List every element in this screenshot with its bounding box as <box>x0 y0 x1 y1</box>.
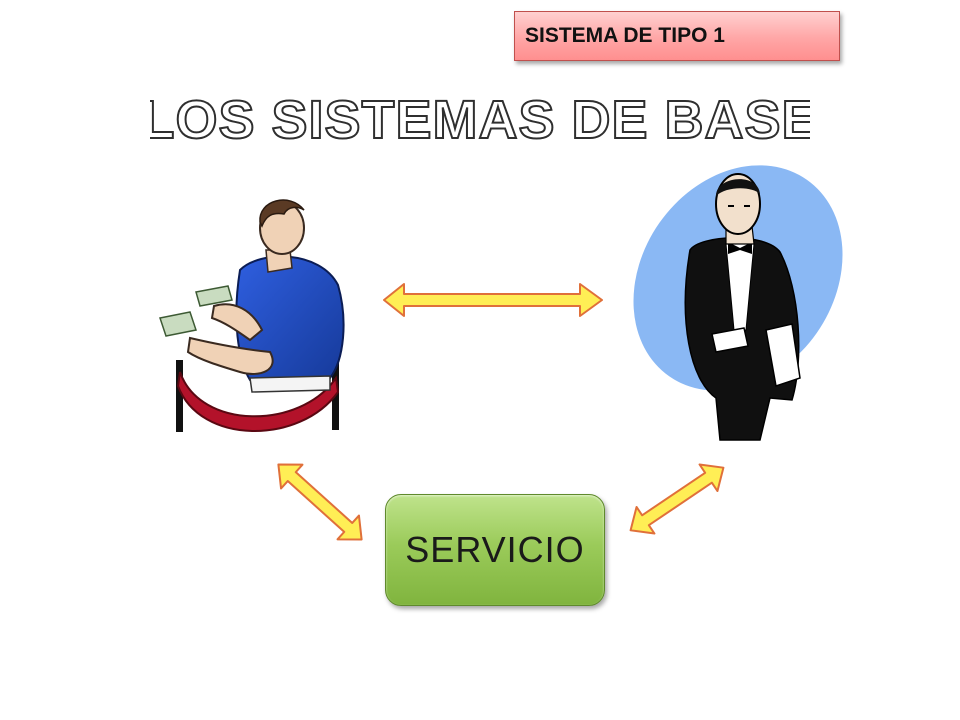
service-box: SERVICIO <box>385 494 605 606</box>
slide-title-text: LOS SISTEMAS DE BASE <box>150 90 810 150</box>
double-arrow-icon <box>629 463 725 535</box>
double-arrow-icon <box>277 463 363 541</box>
slide-title: LOS SISTEMAS DE BASE <box>150 89 810 151</box>
system-type-badge: SISTEMA DE TIPO 1 <box>514 11 840 61</box>
service-label: SERVICIO <box>405 529 585 570</box>
system-type-label: SISTEMA DE TIPO 1 <box>525 24 725 47</box>
double-arrow-icon <box>383 283 603 317</box>
customer-with-money-icon <box>159 199 345 432</box>
waiter-icon <box>633 165 843 441</box>
